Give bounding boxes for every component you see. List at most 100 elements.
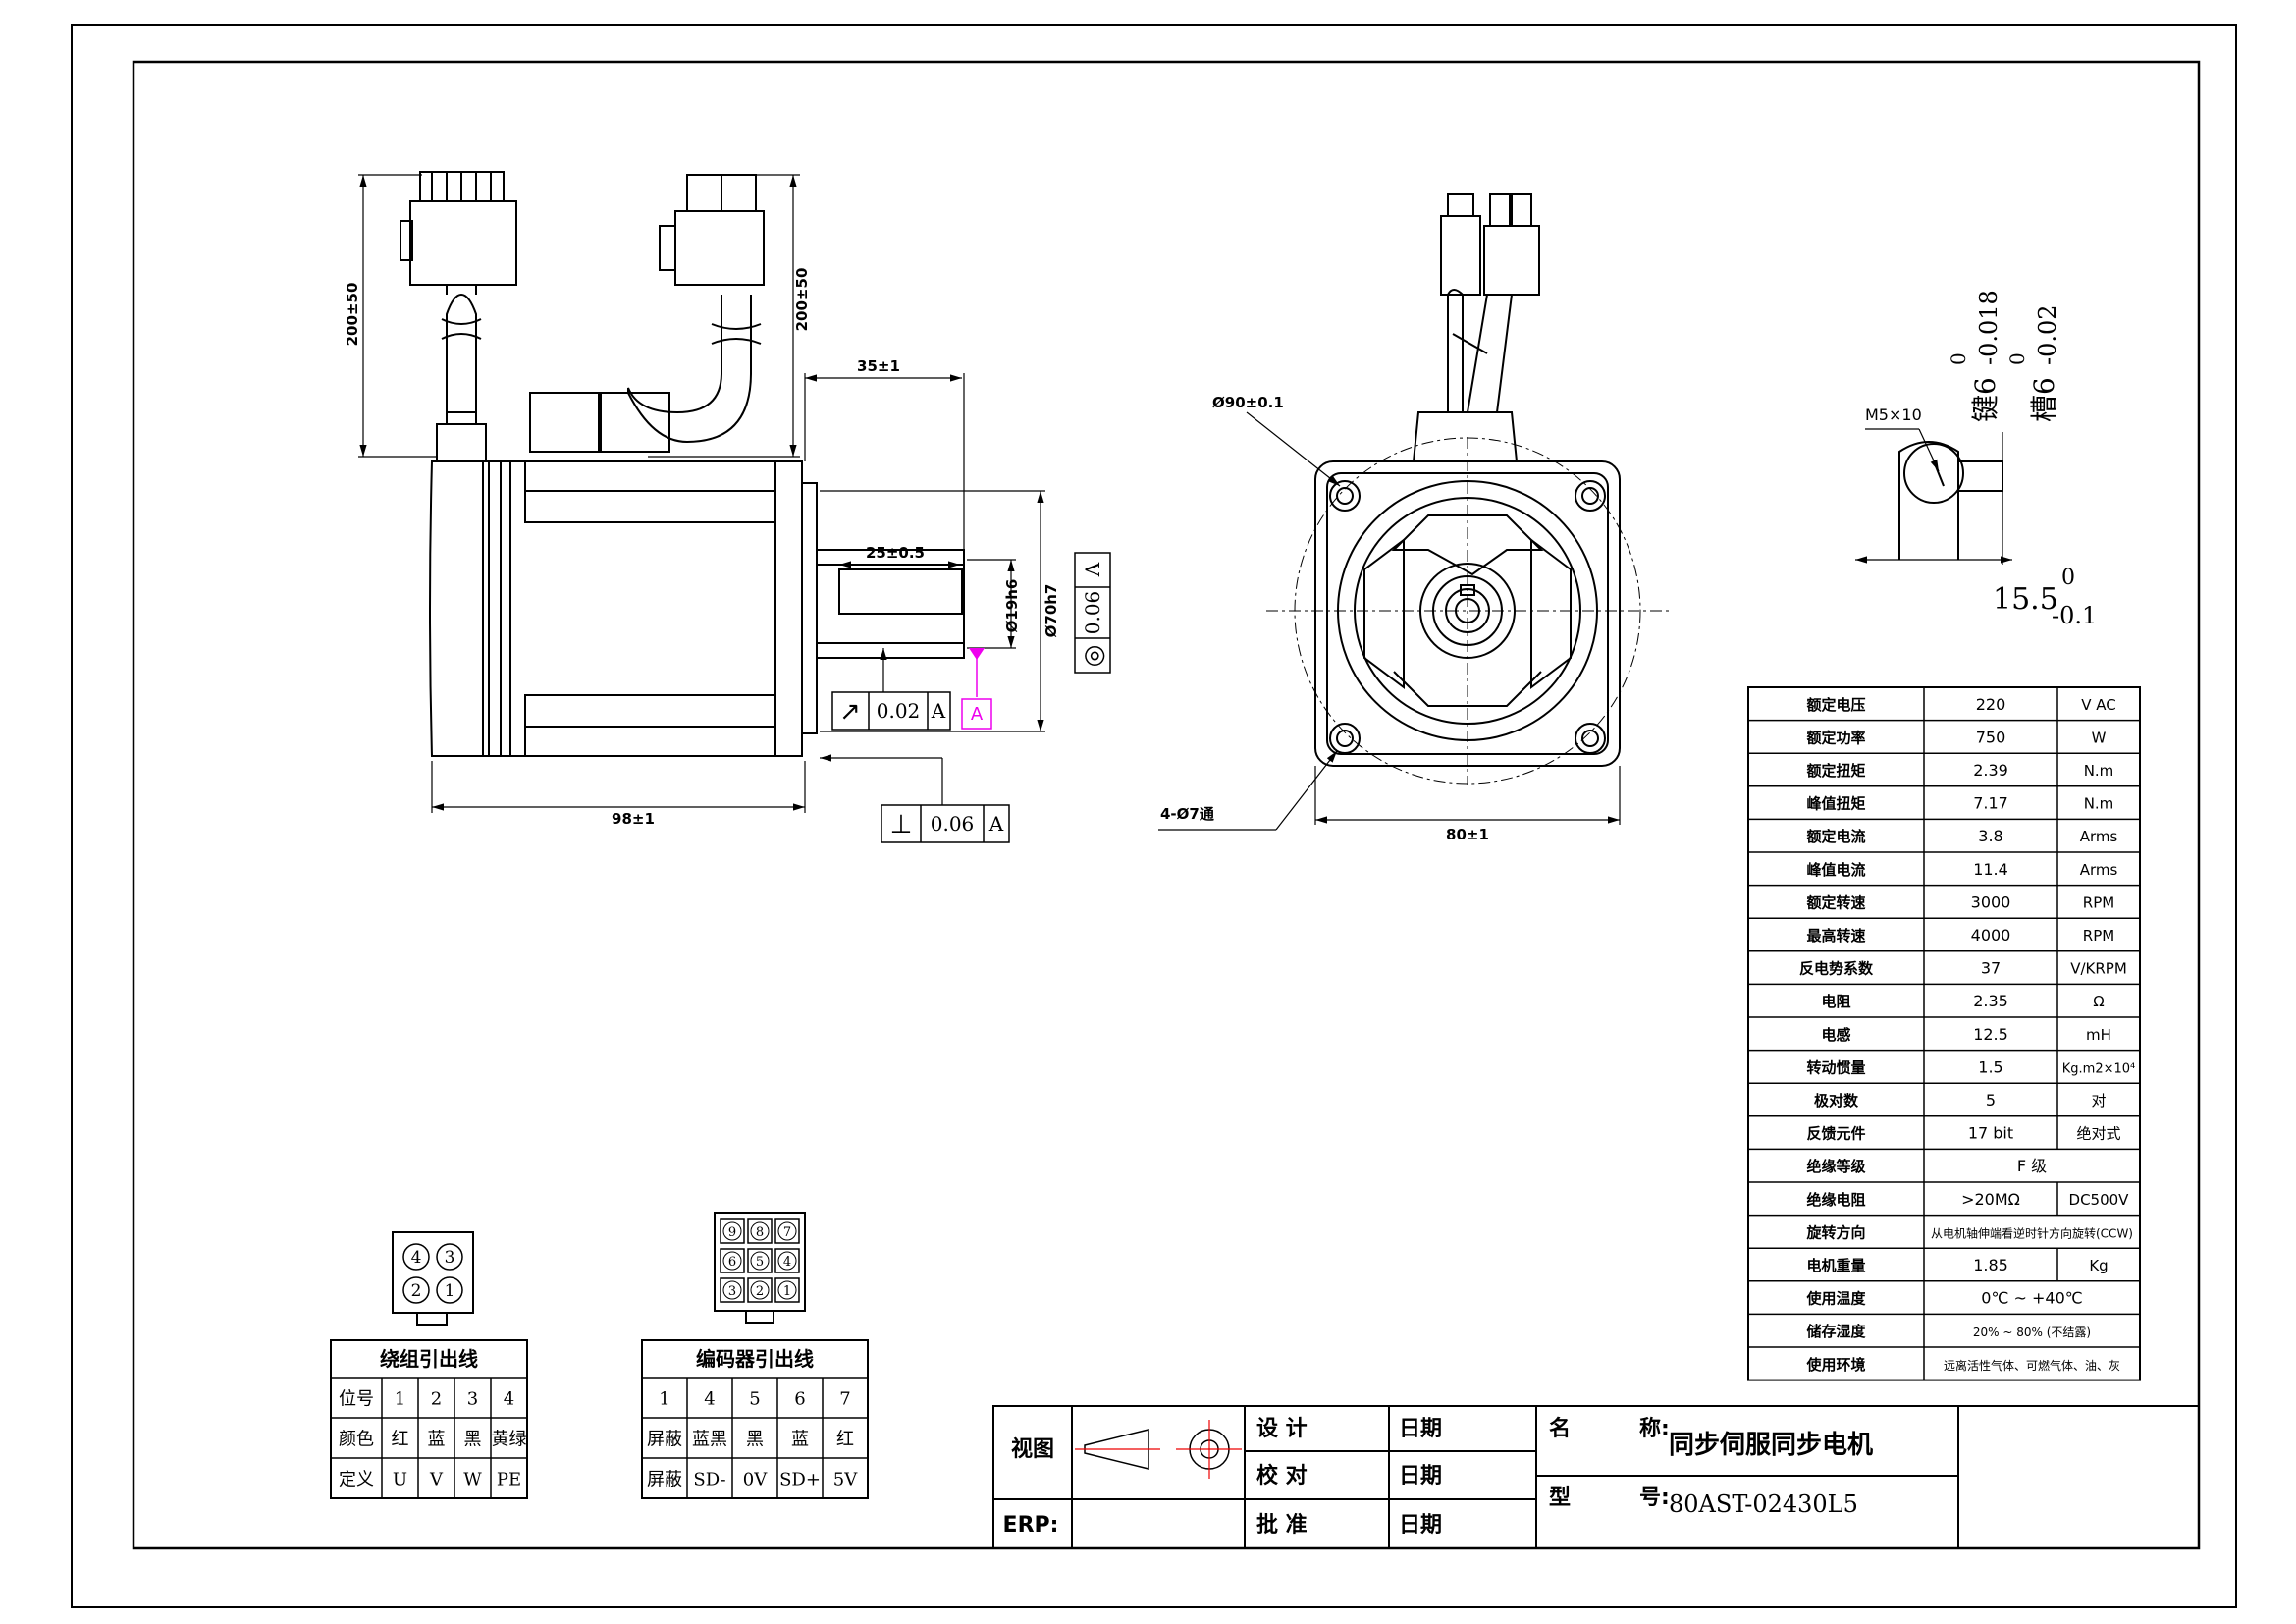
dim-shaft-ext: 35±1 bbox=[857, 357, 900, 375]
encoder-cell: 4 bbox=[704, 1389, 715, 1410]
winding-cell: V bbox=[429, 1470, 444, 1490]
encoder-cell: SD- bbox=[693, 1470, 725, 1490]
outer-border bbox=[71, 24, 2237, 1608]
dim-key-tol-lower: -0.018 bbox=[1975, 290, 2002, 365]
encoder-pin: 6 bbox=[728, 1255, 736, 1270]
dim-height-tol-lower: -0.1 bbox=[2052, 602, 2097, 629]
winding-cell: U bbox=[393, 1470, 407, 1490]
product-name: 同步伺服同步电机 bbox=[1669, 1430, 1873, 1460]
datum-label: A bbox=[971, 704, 984, 725]
date-label-1: 日期 bbox=[1399, 1417, 1442, 1441]
encoder-pin: 9 bbox=[728, 1225, 736, 1240]
concentricity-symbol: ◎ bbox=[1079, 645, 1108, 668]
spec-unit: 对 bbox=[2091, 1092, 2106, 1110]
encoder-connector-icon bbox=[714, 1212, 806, 1324]
dim-shaft-height: 15.5 bbox=[1993, 582, 2058, 617]
dim-lead-left: 200±50 bbox=[344, 283, 361, 347]
spec-unit: DC500V bbox=[2069, 1191, 2130, 1209]
spec-value: 1.5 bbox=[1978, 1057, 2002, 1076]
model-number: 80AST-02430L5 bbox=[1669, 1490, 1858, 1518]
dim-bolt-circle: Ø90±0.1 bbox=[1212, 394, 1284, 411]
dim-shaft-dia: Ø19h6 bbox=[1003, 579, 1021, 633]
spec-value: 37 bbox=[1981, 959, 2001, 978]
spec-value: 1.85 bbox=[1973, 1256, 2008, 1274]
spec-value: 17 bit bbox=[1968, 1124, 2013, 1143]
encoder-cell: 屏蔽 bbox=[647, 1470, 682, 1490]
perp-value: 0.06 bbox=[931, 812, 975, 836]
concentricity-value: 0.06 bbox=[1081, 591, 1104, 635]
encoder-cell: 蓝 bbox=[791, 1430, 809, 1450]
spec-label: 反电势系数 bbox=[1799, 960, 1874, 978]
winding-cell: 蓝 bbox=[428, 1430, 446, 1450]
winding-cell: 黑 bbox=[464, 1430, 482, 1450]
encoder-cell: 7 bbox=[839, 1389, 850, 1410]
winding-cell: 1 bbox=[395, 1389, 405, 1410]
spec-value: 12.5 bbox=[1973, 1025, 2008, 1044]
runout-value: 0.02 bbox=[877, 699, 921, 723]
fcf-perpendicularity bbox=[881, 804, 1010, 843]
winding-pin: 3 bbox=[445, 1248, 455, 1268]
spec-value: 220 bbox=[1976, 695, 2006, 714]
spec-unit: Kg bbox=[2089, 1257, 2108, 1274]
spec-label: 使用温度 bbox=[1805, 1290, 1866, 1308]
winding-pin: 4 bbox=[411, 1248, 422, 1268]
dim-slot-tol-lower: -0.02 bbox=[2034, 304, 2061, 365]
winding-cell: PE bbox=[497, 1470, 521, 1490]
spec-value: 2.39 bbox=[1973, 761, 2008, 780]
spec-value: F 级 bbox=[2017, 1157, 2047, 1175]
date-label-2: 日期 bbox=[1399, 1464, 1442, 1489]
winding-cell: 红 bbox=[392, 1430, 409, 1450]
spec-label: 反馈元件 bbox=[1806, 1125, 1865, 1143]
check-label: 校 对 bbox=[1256, 1463, 1308, 1489]
winding-cell: 颜色 bbox=[339, 1430, 374, 1450]
encoder-pin: 3 bbox=[728, 1284, 736, 1299]
spec-label: 最高转速 bbox=[1806, 927, 1865, 945]
dim-slot-tol-upper: 0 bbox=[2005, 352, 2029, 365]
erp-label: ERP: bbox=[1003, 1513, 1059, 1538]
dimension-labels: 200±50 200±50 35±1 25±0.5 Ø19h6 Ø70h7 98… bbox=[344, 268, 2097, 843]
encoder-pin: 5 bbox=[756, 1255, 764, 1270]
title-block bbox=[992, 1405, 2200, 1549]
name-label: 名 bbox=[1549, 1416, 1571, 1441]
spec-label: 电阻 bbox=[1821, 993, 1850, 1010]
encoder-cell: 黑 bbox=[746, 1430, 764, 1450]
spec-label: 额定转速 bbox=[1806, 893, 1865, 911]
winding-cell: 2 bbox=[431, 1389, 442, 1410]
spec-value: 远离活性气体、可燃气体、油、灰 bbox=[1944, 1358, 2120, 1373]
encoder-table-title: 编码器引出线 bbox=[696, 1347, 814, 1371]
spec-unit: mH bbox=[2086, 1026, 2111, 1044]
spec-label: 峰值电流 bbox=[1806, 861, 1865, 879]
dim-height-tol-upper: 0 bbox=[2061, 566, 2075, 590]
title-block-labels: 视图 ERP: 设 计 校 对 批 准 日期 日期 日期 名 称: 同步伺服同步… bbox=[1003, 1416, 1873, 1538]
spec-label: 绝缘等级 bbox=[1806, 1158, 1866, 1175]
winding-cell: 位号 bbox=[339, 1389, 374, 1410]
encoder-pin: 2 bbox=[756, 1284, 764, 1299]
dim-body-len: 98±1 bbox=[612, 810, 655, 828]
spec-value: 0℃ ~ +40℃ bbox=[1981, 1289, 2082, 1308]
spec-value: 3.8 bbox=[1978, 827, 2002, 845]
spec-unit: RPM bbox=[2083, 927, 2114, 945]
concentricity-datum: A bbox=[1081, 562, 1104, 577]
spec-value: 20% ~ 80% (不结露) bbox=[1973, 1326, 2091, 1339]
spec-label: 使用环境 bbox=[1805, 1356, 1865, 1374]
spec-value: 2.35 bbox=[1973, 992, 2008, 1010]
spec-label: 额定功率 bbox=[1806, 729, 1865, 746]
design-label: 设 计 bbox=[1256, 1417, 1308, 1441]
spec-label: 绝缘电阻 bbox=[1806, 1191, 1865, 1209]
spec-unit: Arms bbox=[2080, 861, 2118, 879]
dim-thread: M5×10 bbox=[1865, 406, 1922, 424]
name-label-2: 称: bbox=[1639, 1416, 1670, 1441]
winding-cell: 黄绿 bbox=[492, 1430, 527, 1450]
spec-value: >20MΩ bbox=[1961, 1190, 2020, 1209]
model-label-2: 号: bbox=[1639, 1486, 1670, 1510]
fcf-runout bbox=[831, 691, 951, 731]
spec-value: 750 bbox=[1976, 728, 2006, 746]
encoder-cell: 5V bbox=[833, 1470, 858, 1490]
spec-unit: V AC bbox=[2081, 696, 2116, 714]
winding-table-title: 绕组引出线 bbox=[380, 1347, 478, 1371]
